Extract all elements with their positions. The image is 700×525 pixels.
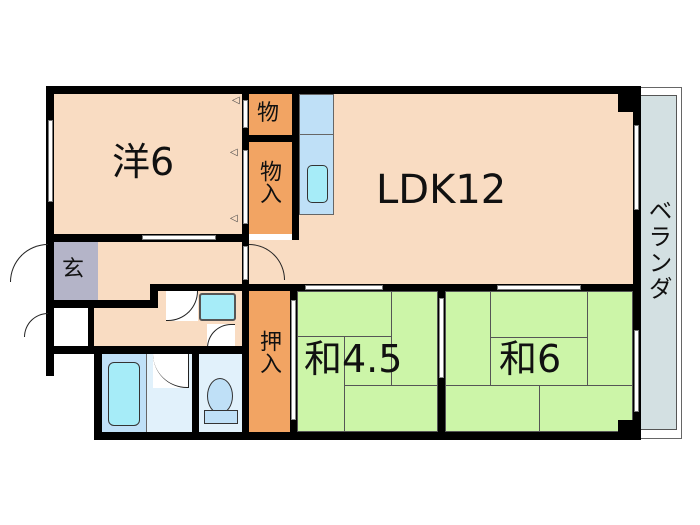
closet-lower [249,142,292,234]
wall-toilet-left [192,346,199,436]
japanese-room-2-label: 和6 [499,337,562,381]
kitchen-sink-icon [307,165,328,203]
toilet-bowl-icon [207,378,233,414]
ldk-label: LDK12 [376,167,507,213]
japanese-room-2-window [634,330,639,412]
tatami-mat [344,385,438,432]
oshiire [249,291,290,432]
veranda-label: ベランダ [644,198,672,302]
washbasin-icon [199,293,236,321]
outer-wall-right [633,86,641,440]
western-room [54,94,242,234]
tatami-mat [587,291,633,386]
tatami-mat [297,291,392,337]
tatami-mat [445,385,540,432]
japanese-room-1-label: 和4.5 [304,337,403,381]
western-room-door-slide [142,235,216,240]
wall-oshiire-left [242,284,249,436]
japanese-room-1-door-slide [305,285,383,290]
bathtub-icon [108,362,140,426]
shoe-closet [54,308,88,346]
sliding-door-marker: ◁ [230,213,238,224]
wall-hall-upper [150,284,249,291]
ldk-pillar [618,94,633,112]
tatami-room-pillar [618,420,633,434]
western-room-window [48,120,53,202]
tatami-mat [539,385,633,432]
ldk [299,94,633,284]
wall-hall-step [150,284,158,308]
entrance-label: 玄 [62,257,85,282]
tatami-mat [445,291,491,386]
closet-upper [249,94,292,135]
ldk-window [634,125,639,210]
outer-wall-left-upper [46,86,54,376]
tatami-mat [490,291,588,338]
closet-upper-label: 物 [257,101,280,126]
wall-ldk-bottom [242,284,633,291]
closet-lower-label: 物入 [256,160,281,204]
shoe-closet-door[interactable] [24,313,48,337]
wall-closet-right [292,94,299,240]
sliding-door-marker: ◁ [230,147,238,158]
outer-wall-step [46,346,102,354]
sliding-door-marker: ◁ [232,95,240,106]
wall-entrance-bottom [46,300,158,308]
kitchen-divider [299,134,334,135]
outer-wall-top [46,86,641,94]
wall-shoe-closet [88,308,94,350]
japanese-room-1 [297,291,438,432]
front-door[interactable] [10,244,48,282]
outer-wall-left-lower [94,346,102,440]
western-room-label: 洋6 [112,140,175,184]
entrance [54,242,98,300]
outer-wall-bottom [94,432,641,440]
wall-closet-divider [249,135,299,142]
japanese-room-2-door-slide [497,285,581,290]
wall-bath-top [94,346,249,354]
toilet-tank-icon [204,410,238,424]
oshiire-label: 押入 [256,330,281,374]
